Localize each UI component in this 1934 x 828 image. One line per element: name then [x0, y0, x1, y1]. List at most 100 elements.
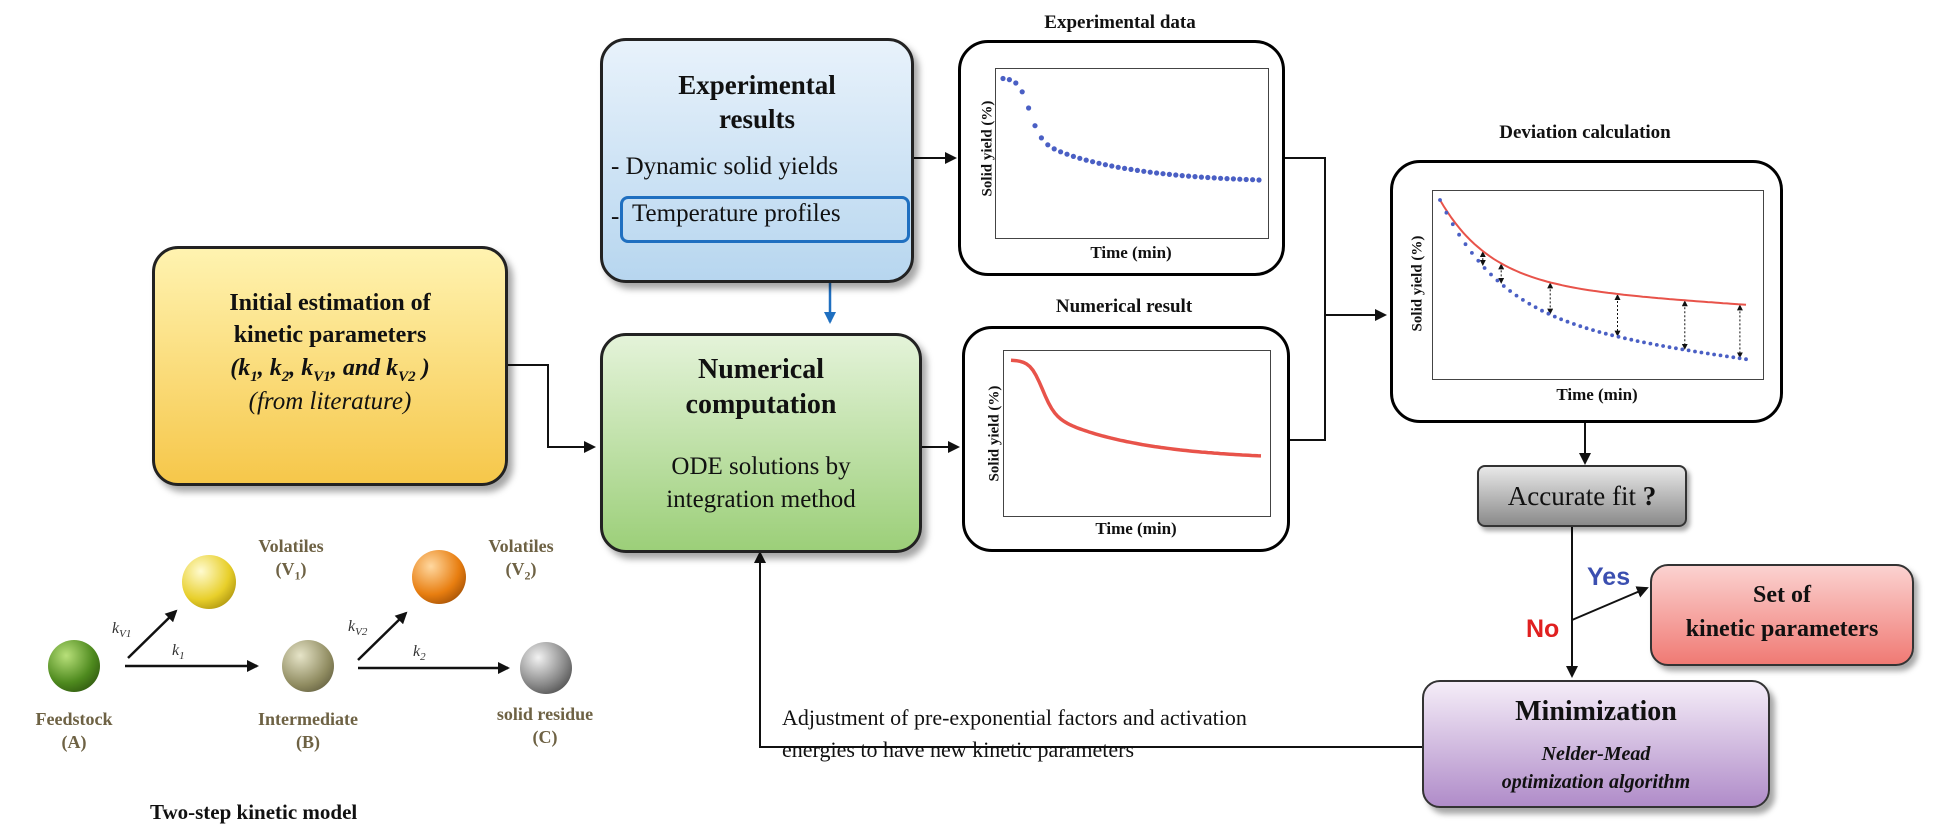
deviation-experimental-point [1470, 251, 1474, 255]
feedback-line-1: Adjustment of pre-exponential factors an… [782, 705, 1247, 730]
numerical-curve [1010, 358, 1262, 458]
deviation-experimental-point [1457, 232, 1461, 237]
deviation-experimental-point [1591, 328, 1595, 332]
experimental-point [1045, 142, 1051, 148]
temperature-profiles-highlight [620, 196, 910, 243]
minimization-line-2: optimization algorithm [1501, 771, 1691, 793]
volatiles-v2-name: Volatiles [488, 536, 554, 556]
deviation-experimental-point [1616, 334, 1621, 339]
solid-residue-sphere [520, 642, 572, 694]
experimental-point [1198, 174, 1204, 180]
experimental-xlabel: Time (min) [1090, 243, 1172, 262]
deviation-experimental-point [1667, 345, 1672, 350]
experimental-title-2: results [718, 103, 795, 134]
experimental-point [1218, 175, 1224, 181]
experimental-point [1154, 170, 1160, 176]
experimental-point [1090, 159, 1096, 165]
experimental-point [1064, 151, 1070, 157]
experimental-point [1173, 172, 1179, 178]
volatiles-v1-symbol: (V1) [275, 559, 307, 583]
experimental-point [1141, 168, 1147, 174]
deviation-experimental-point [1438, 198, 1442, 202]
arrow-a-to-v1 [127, 609, 178, 659]
experimental-point [1166, 171, 1172, 177]
solid-residue-symbol: (C) [532, 727, 558, 748]
experimental-point [1102, 162, 1108, 168]
deviation-experimental-point [1501, 284, 1506, 288]
deviation-experimental-point [1680, 347, 1685, 352]
feedback-line-2: energies to have new kinetic parameters [782, 737, 1135, 762]
minimization-line-1: Nelder-Mead [1541, 743, 1651, 765]
rate-kv2: kV2 [348, 618, 368, 639]
experimental-plot-area [995, 68, 1269, 239]
experimental-point [1000, 75, 1006, 82]
deviation-experimental-point [1597, 330, 1602, 334]
deviation-experimental-point [1731, 355, 1736, 360]
experimental-results-box: Experimental results - Dynamic solid yie… [600, 38, 914, 283]
experimental-point [1083, 157, 1089, 163]
deviation-experimental-point [1654, 343, 1659, 347]
minimization-title: Minimization [1515, 696, 1677, 727]
deviation-plot-title: Deviation calculation [1499, 122, 1671, 143]
volatiles-v1-name: Volatiles [258, 536, 324, 556]
deviation-experimental-point [1565, 319, 1570, 324]
feedstock-label: Feedstock (A) [14, 708, 134, 755]
deviation-experimental-point [1686, 348, 1691, 353]
volatiles-v2-label: Volatiles (V2) [466, 535, 576, 585]
deviation-experimental-point [1610, 333, 1614, 338]
numerical-computation-box: Numerical computation ODE solutions by i… [600, 333, 922, 553]
experimental-point [1096, 160, 1102, 166]
numerical-xlabel: Time (min) [1095, 519, 1177, 538]
solid-residue-label: solid residue (C) [470, 703, 620, 750]
experimental-point [1211, 175, 1217, 181]
experimental-point [1128, 166, 1134, 172]
experimental-point [1122, 165, 1128, 171]
rate-k2: k2 [413, 643, 426, 664]
intermediate-sphere [282, 640, 334, 692]
initial-params: (k1, k2, kV1, and kV2 ) [230, 354, 430, 385]
deviation-experimental-point [1533, 305, 1538, 310]
deviation-experimental-point [1578, 324, 1583, 329]
experimental-point [1006, 77, 1012, 83]
deviation-experimental-point [1635, 339, 1640, 343]
deviation-experimental-point [1725, 354, 1729, 359]
solid-residue-name: solid residue [496, 704, 594, 724]
numerical-line-3: ODE solutions by [671, 453, 851, 480]
experimental-point [1186, 173, 1192, 179]
experimental-ylabel: Solid yield (%) [979, 100, 996, 197]
volatiles-v1-label: Volatiles (V1) [236, 535, 346, 585]
deviation-experimental-point [1463, 242, 1468, 247]
deviation-experimental-point [1559, 317, 1563, 322]
experimental-point [1134, 167, 1140, 173]
experimental-item-1: - Dynamic solid yields [611, 153, 839, 180]
deviation-experimental-point [1450, 222, 1455, 227]
numerical-ylabel: Solid yield (%) [986, 385, 1003, 482]
deviation-plot-area [1432, 190, 1764, 380]
experimental-point [1109, 163, 1115, 169]
rate-kv1: kV1 [112, 620, 132, 641]
experimental-curve [1000, 75, 1262, 183]
rate-k1: k1 [172, 642, 185, 663]
deviation-experimental-point [1476, 258, 1481, 263]
deviation-experimental-point [1540, 308, 1544, 313]
deviation-experimental-point [1674, 346, 1678, 351]
experimental-plot-title: Experimental data [1044, 12, 1196, 33]
deviation-experimental-point [1584, 326, 1589, 331]
initial-line-2: kinetic parameters [233, 322, 427, 349]
initial-line-1: Initial estimation of [229, 290, 431, 316]
deviation-experimental-point [1712, 352, 1716, 357]
experimental-point [1250, 177, 1256, 183]
volatiles-v2-sphere [412, 550, 466, 604]
deviation-experimental-point [1552, 314, 1557, 319]
arrow-initial-to-numerical [508, 364, 596, 453]
deviation-experimental-point [1623, 336, 1627, 341]
experimental-point [1179, 173, 1185, 179]
experimental-point [1237, 176, 1243, 182]
numerical-title-1: Numerical [698, 354, 824, 385]
deviation-experimental-point [1737, 356, 1742, 361]
feedstock-sphere [48, 640, 100, 692]
experimental-point [1038, 135, 1044, 141]
experimental-item-2-prefix: - [611, 203, 620, 230]
result-line-2: kinetic parameters [1685, 616, 1879, 642]
